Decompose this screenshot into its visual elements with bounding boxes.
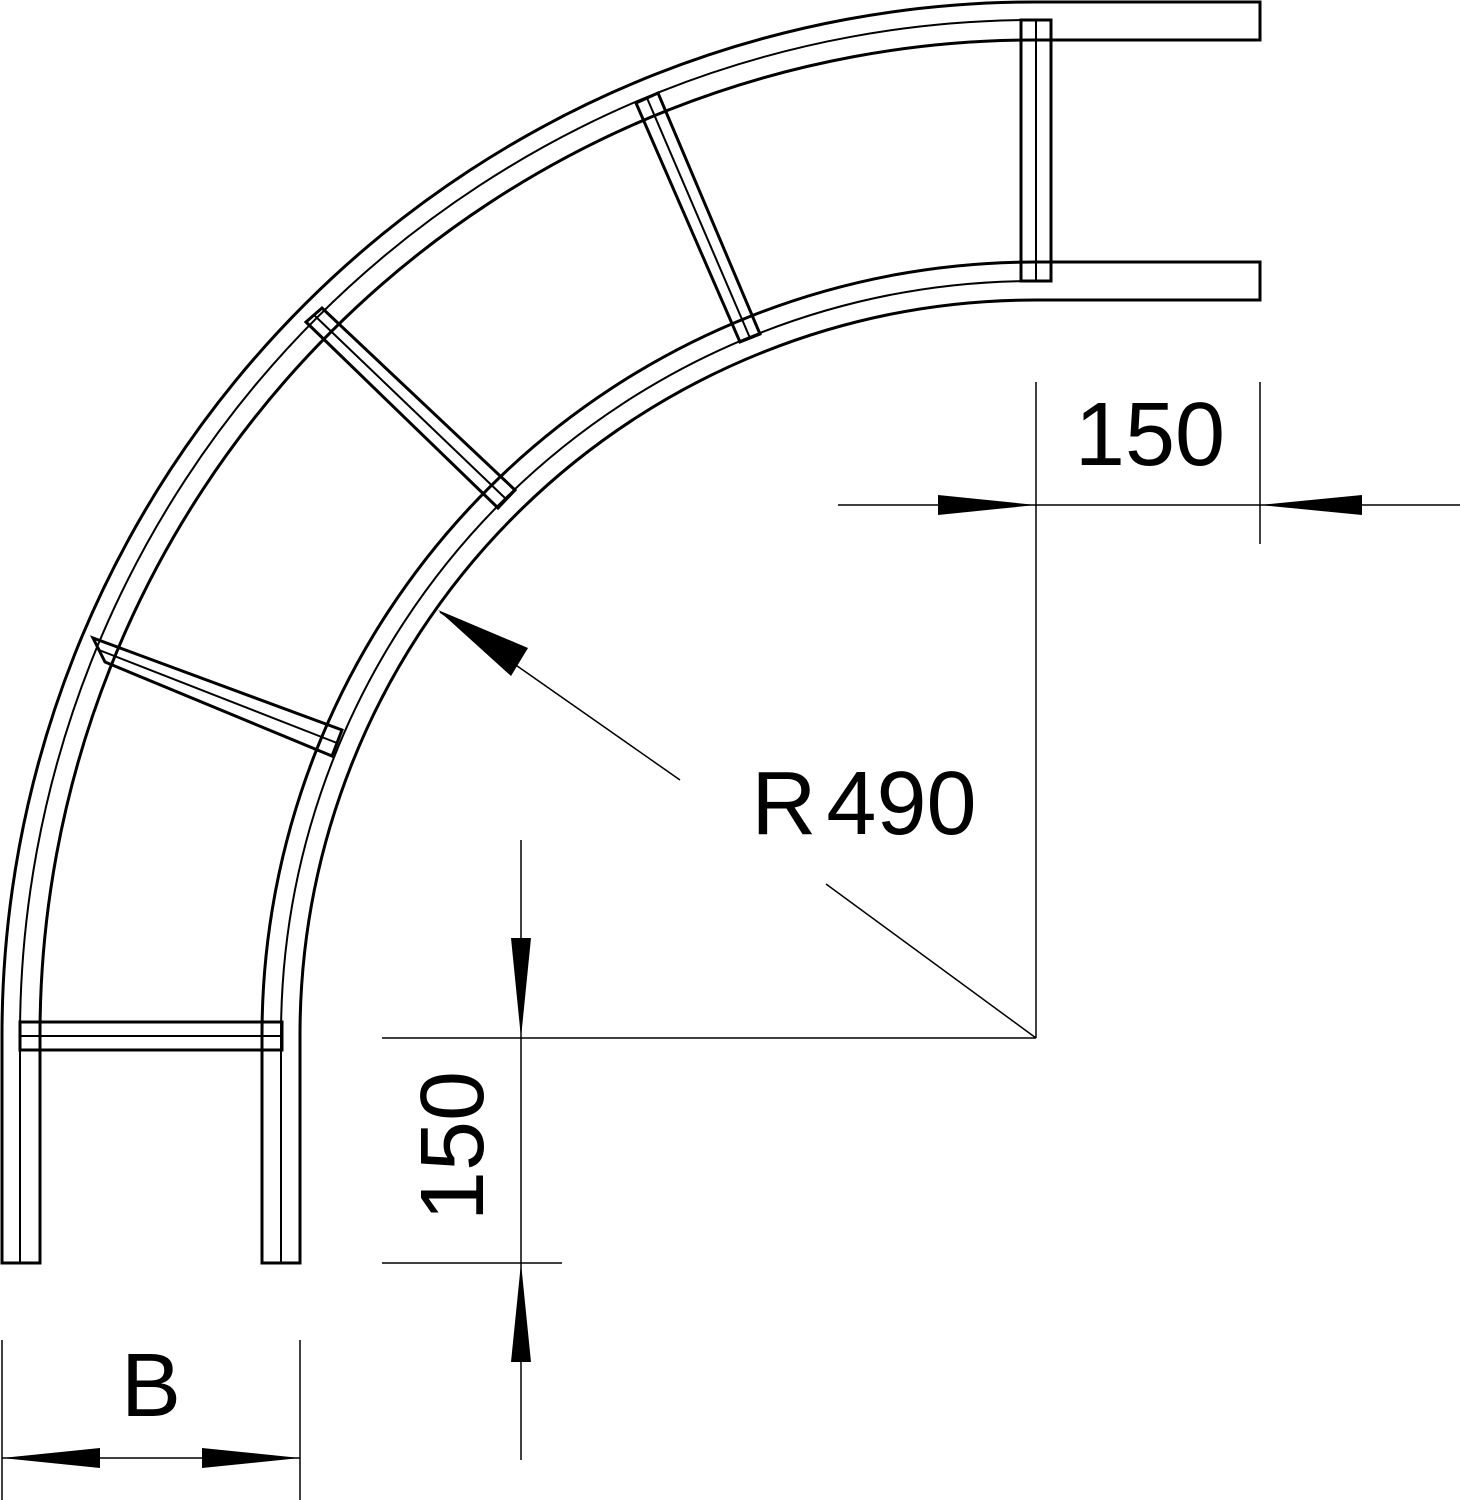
width-label: B: [121, 1336, 181, 1436]
arrowhead-radius: [438, 610, 528, 676]
dimension-width-b: [1, 1340, 301, 1500]
arrowhead-left: [1260, 495, 1362, 515]
arrowhead-right: [938, 495, 1036, 515]
dim-top-label: 150: [1075, 385, 1225, 485]
arrowhead-b-right: [202, 1448, 300, 1468]
dim-left-label: 150: [403, 1071, 503, 1221]
radius-r: R: [751, 754, 816, 854]
radius-value: 490: [826, 754, 976, 854]
rungs: [18, 18, 1053, 1052]
rung-angled-3: [634, 90, 762, 344]
arrowhead-down: [511, 938, 531, 1038]
rung-angled-1: [89, 635, 344, 758]
arrowhead-up: [511, 1263, 531, 1362]
inner-rail: [260, 260, 1262, 1265]
outer-rail: [0, 0, 1262, 1265]
arrowhead-b-left: [2, 1448, 100, 1468]
rung-angled-2: [303, 305, 518, 511]
dimension-top-150: [838, 382, 1460, 1038]
dimension-left-150: [382, 840, 1036, 1460]
radius-leader: [438, 610, 1037, 1039]
